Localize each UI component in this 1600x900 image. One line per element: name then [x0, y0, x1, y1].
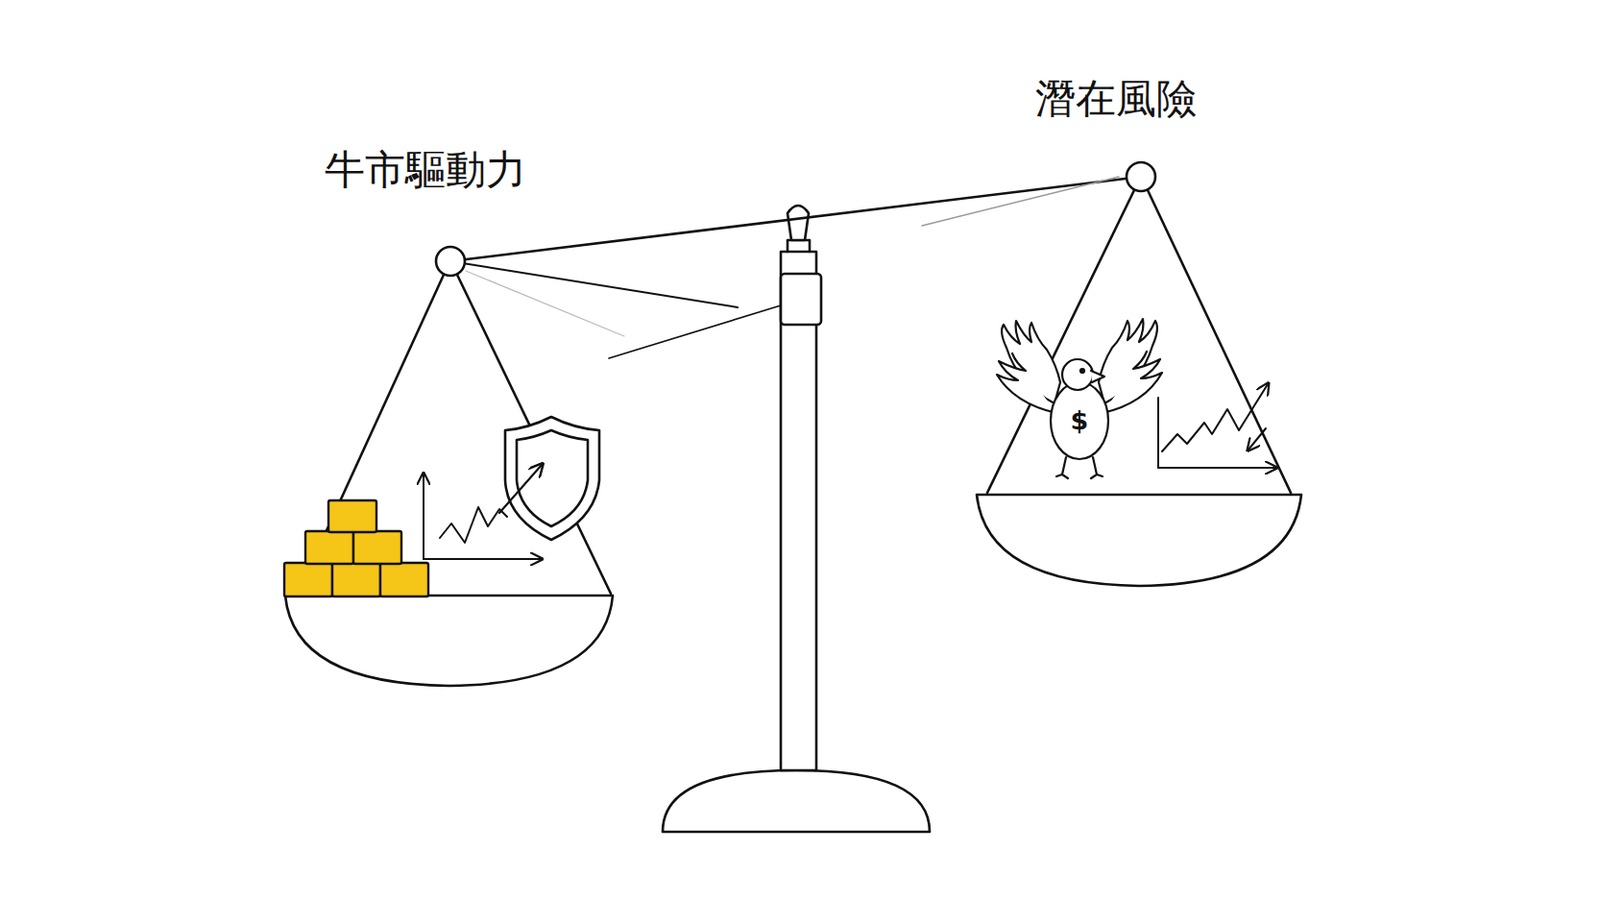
- volatile-chart: [1158, 384, 1276, 468]
- right-pan: [976, 190, 1302, 586]
- shield-icon: [499, 416, 600, 540]
- dollar-sign: $: [1070, 405, 1090, 437]
- gold-bars: [284, 500, 429, 597]
- scale-beam: [436, 162, 1156, 359]
- left-pan: [285, 274, 613, 686]
- bull-drivers-label: 牛市驅動力: [324, 145, 527, 194]
- eagle-dollar-icon: [996, 318, 1163, 479]
- potential-risk-label: 潛在風險: [1035, 74, 1197, 123]
- scale-stand: [662, 205, 930, 832]
